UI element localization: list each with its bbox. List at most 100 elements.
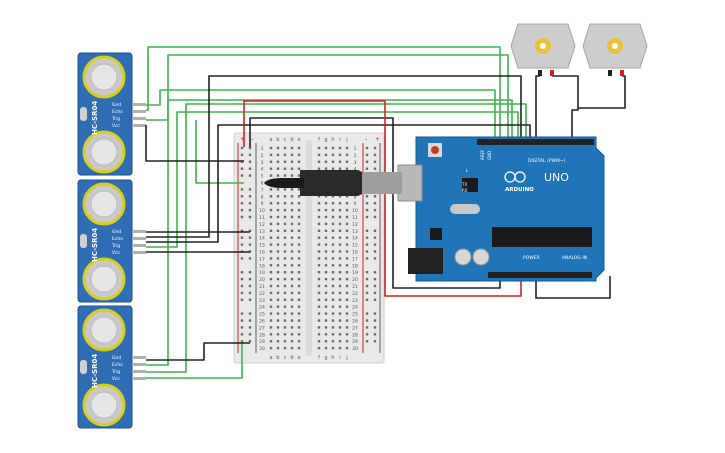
breadboard-rail-hole[interactable] (240, 195, 244, 198)
breadboard-rail-hole[interactable] (240, 333, 244, 336)
breadboard-hole[interactable] (317, 333, 321, 336)
breadboard-hole[interactable] (290, 215, 294, 219)
breadboard-hole[interactable] (338, 243, 342, 246)
breadboard-rail-hole[interactable] (373, 250, 377, 253)
breadboard-rail-hole[interactable] (373, 271, 377, 274)
breadboard-hole[interactable] (317, 250, 321, 253)
breadboard-hole[interactable] (269, 236, 273, 239)
breadboard-rail-hole[interactable] (240, 208, 244, 212)
breadboard-hole[interactable] (317, 243, 321, 246)
breadboard-hole[interactable] (338, 277, 342, 281)
breadboard-rail-hole[interactable] (240, 146, 244, 150)
breadboard-hole[interactable] (276, 188, 280, 191)
dc-motor-2[interactable] (582, 23, 648, 76)
breadboard-hole[interactable] (331, 153, 335, 157)
breadboard-rail-hole[interactable] (248, 312, 252, 315)
breadboard-rail-hole[interactable] (373, 257, 377, 260)
breadboard-hole[interactable] (338, 319, 342, 322)
breadboard-hole[interactable] (290, 243, 294, 246)
breadboard-hole[interactable] (269, 202, 273, 205)
breadboard-hole[interactable] (283, 305, 287, 308)
breadboard-hole[interactable] (297, 215, 301, 219)
breadboard-hole[interactable] (317, 346, 321, 350)
breadboard-hole[interactable] (297, 277, 301, 281)
breadboard-hole[interactable] (297, 271, 301, 274)
breadboard-rail-hole[interactable] (248, 208, 252, 212)
breadboard-rail-hole[interactable] (373, 153, 377, 157)
breadboard-hole[interactable] (276, 167, 280, 170)
breadboard-rail-hole[interactable] (365, 271, 369, 274)
breadboard-rail-hole[interactable] (373, 298, 377, 301)
breadboard-hole[interactable] (331, 346, 335, 350)
breadboard-hole[interactable] (317, 284, 321, 288)
breadboard-rail-hole[interactable] (365, 333, 369, 336)
breadboard-rail-hole[interactable] (365, 312, 369, 315)
breadboard-rail-hole[interactable] (240, 277, 244, 281)
breadboard-hole[interactable] (324, 146, 328, 150)
breadboard-hole[interactable] (297, 167, 301, 170)
breadboard-hole[interactable] (269, 174, 273, 177)
breadboard-rail-hole[interactable] (373, 195, 377, 198)
breadboard-rail-hole[interactable] (248, 326, 252, 329)
breadboard-hole[interactable] (283, 312, 287, 315)
breadboard-hole[interactable] (338, 195, 342, 198)
breadboard-hole[interactable] (276, 264, 280, 267)
breadboard-hole[interactable] (290, 153, 294, 157)
breadboard-rail-hole[interactable] (373, 333, 377, 336)
breadboard-hole[interactable] (324, 202, 328, 205)
breadboard-hole[interactable] (338, 305, 342, 308)
breadboard-hole[interactable] (276, 284, 280, 288)
breadboard-hole[interactable] (269, 264, 273, 267)
breadboard-hole[interactable] (345, 277, 349, 281)
breadboard-hole[interactable] (276, 346, 280, 350)
breadboard-hole[interactable] (331, 236, 335, 239)
breadboard-hole[interactable] (269, 291, 273, 295)
breadboard-hole[interactable] (269, 305, 273, 308)
breadboard-hole[interactable] (283, 257, 287, 260)
arduino-uno[interactable]: ARDUINO UNO DIGITAL (PWM~) POWER ANALOG … (397, 136, 605, 282)
breadboard-hole[interactable] (290, 312, 294, 315)
breadboard-hole[interactable] (345, 146, 349, 150)
breadboard-hole[interactable] (317, 271, 321, 274)
breadboard-hole[interactable] (331, 333, 335, 336)
breadboard-hole[interactable] (276, 208, 280, 212)
breadboard-hole[interactable] (269, 319, 273, 322)
breadboard-hole[interactable] (324, 243, 328, 246)
breadboard-hole[interactable] (317, 277, 321, 281)
breadboard-hole[interactable] (297, 257, 301, 260)
breadboard-hole[interactable] (324, 215, 328, 219)
breadboard-hole[interactable] (345, 153, 349, 157)
breadboard-rail-hole[interactable] (373, 229, 377, 232)
breadboard-hole[interactable] (338, 271, 342, 274)
breadboard-hole[interactable] (283, 188, 287, 191)
breadboard-hole[interactable] (297, 160, 301, 163)
breadboard-hole[interactable] (269, 229, 273, 232)
breadboard-hole[interactable] (276, 250, 280, 253)
breadboard-hole[interactable] (269, 188, 273, 191)
breadboard-rail-hole[interactable] (240, 236, 244, 239)
breadboard-hole[interactable] (317, 160, 321, 163)
ultrasonic-sensor-3[interactable]: HC-SR04 Gnd Echo Trig Vcc (77, 305, 146, 429)
breadboard-hole[interactable] (324, 195, 328, 198)
breadboard-hole[interactable] (283, 250, 287, 253)
breadboard-hole[interactable] (276, 326, 280, 329)
breadboard-rail-hole[interactable] (248, 333, 252, 336)
breadboard-hole[interactable] (297, 236, 301, 239)
breadboard-hole[interactable] (345, 202, 349, 205)
breadboard-rail-hole[interactable] (365, 277, 369, 281)
breadboard-hole[interactable] (317, 257, 321, 260)
breadboard-hole[interactable] (345, 333, 349, 336)
breadboard-hole[interactable] (290, 250, 294, 253)
breadboard-hole[interactable] (283, 202, 287, 205)
breadboard-rail-hole[interactable] (365, 167, 369, 170)
breadboard-hole[interactable] (317, 153, 321, 157)
breadboard-hole[interactable] (338, 298, 342, 301)
breadboard-hole[interactable] (338, 160, 342, 163)
breadboard-rail-hole[interactable] (248, 243, 252, 246)
breadboard-hole[interactable] (317, 326, 321, 329)
breadboard-hole[interactable] (283, 243, 287, 246)
breadboard-hole[interactable] (276, 319, 280, 322)
breadboard-hole[interactable] (297, 243, 301, 246)
breadboard-rail-hole[interactable] (365, 257, 369, 260)
breadboard-hole[interactable] (297, 146, 301, 150)
